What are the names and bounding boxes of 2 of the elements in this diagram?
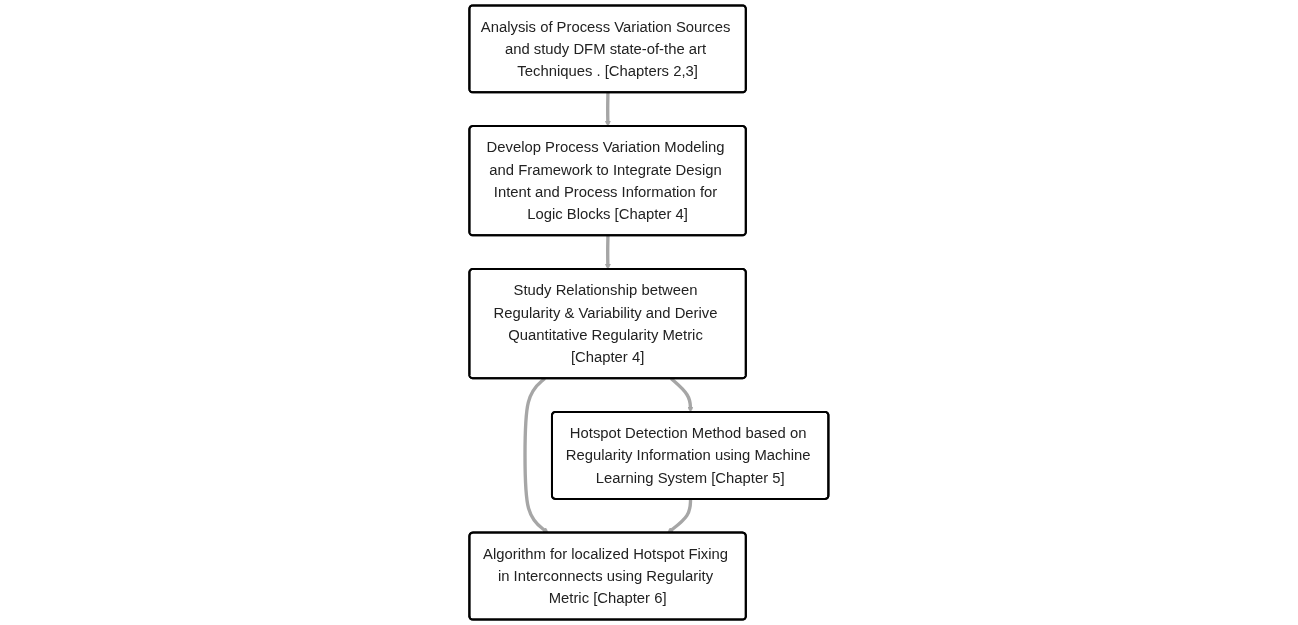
arrow — [604, 235, 611, 270]
arrow — [604, 92, 611, 127]
